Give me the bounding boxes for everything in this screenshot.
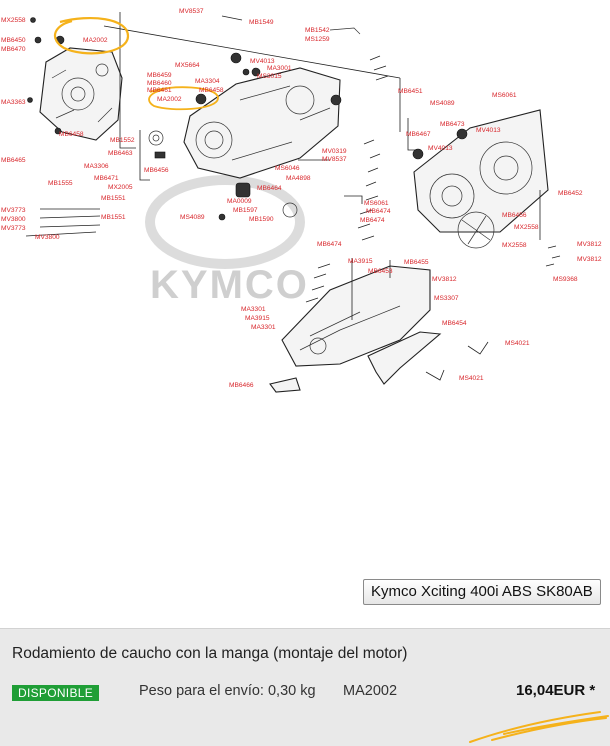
part-label[interactable]: MS4089 <box>180 214 205 221</box>
part-label[interactable]: MX5664 <box>175 62 200 69</box>
part-label[interactable]: MS1259 <box>305 36 330 43</box>
exploded-engine-diagram: KYMCO <box>1 8 602 393</box>
part-label[interactable]: MS6046 <box>275 165 300 172</box>
side-cover-drawing <box>269 265 442 393</box>
part-label[interactable]: MV3800 <box>1 216 26 223</box>
part-label[interactable]: MB6470 <box>1 46 26 53</box>
part-label[interactable]: MS3307 <box>434 295 459 302</box>
part-label[interactable]: MB6463 <box>108 150 133 157</box>
part-label[interactable]: MA3915 <box>348 258 373 265</box>
part-label[interactable]: MB1549 <box>249 19 274 26</box>
product-info-panel: Rodamiento de caucho con la manga (monta… <box>0 628 610 746</box>
part-label[interactable]: MB6458 <box>59 131 84 138</box>
ma2002-highlight-circles <box>54 16 219 111</box>
part-label[interactable]: MV4013 <box>476 127 501 134</box>
part-label[interactable]: MA3301 <box>241 306 266 313</box>
part-label[interactable]: MA2002 <box>157 96 182 103</box>
part-label[interactable]: MA3304 <box>195 78 220 85</box>
part-label[interactable]: MB6452 <box>558 190 583 197</box>
part-label[interactable]: MX2005 <box>108 184 133 191</box>
part-label[interactable]: MB1551 <box>101 195 126 202</box>
part-label[interactable]: MA3301 <box>251 324 276 331</box>
part-label[interactable]: MB6456 <box>502 212 527 219</box>
part-label[interactable]: MA2002 <box>83 37 108 44</box>
part-label[interactable]: MX2558 <box>502 242 527 249</box>
part-label[interactable]: MB1552 <box>110 137 135 144</box>
part-label[interactable]: MB6471 <box>94 175 119 182</box>
part-label[interactable]: MS4021 <box>459 375 484 382</box>
part-label[interactable]: MS4089 <box>430 100 455 107</box>
part-label[interactable]: MB6458 <box>199 87 224 94</box>
price-value: 16,04EUR <box>516 682 586 699</box>
part-label[interactable]: MA4898 <box>286 175 311 182</box>
part-label[interactable]: MB6474 <box>366 208 391 215</box>
part-number: MA2002 <box>343 683 398 699</box>
part-label[interactable]: MB1551 <box>101 214 126 221</box>
left-crankcase-drawing <box>27 17 123 141</box>
part-label[interactable]: MX2558 <box>514 224 539 231</box>
part-label[interactable]: MB1542 <box>305 27 330 34</box>
part-label[interactable]: MB6459 <box>147 72 172 79</box>
part-label[interactable]: MS4021 <box>505 340 530 347</box>
shipping-weight: Peso para el envío: 0,30 kg <box>139 683 316 699</box>
part-label[interactable]: MB6454 <box>442 320 467 327</box>
part-label[interactable]: MB6474 <box>360 217 385 224</box>
part-label[interactable]: MA3306 <box>84 163 109 170</box>
part-labels: MX2558 MB6450 MB6470 MA3363 MB6458 MB646… <box>1 8 602 389</box>
part-label[interactable]: MB6450 <box>1 37 26 44</box>
part-label[interactable]: MA3363 <box>1 99 26 106</box>
part-label[interactable]: MS6061 <box>364 200 389 207</box>
part-label[interactable]: MV4013 <box>250 58 275 65</box>
parts-diagram: KYMCO <box>1 8 602 605</box>
model-name-label: Kymco Xciting 400i ABS SK80AB <box>363 579 601 605</box>
part-label[interactable]: MB6464 <box>257 185 282 192</box>
part-label[interactable]: MS3015 <box>257 73 282 80</box>
part-label[interactable]: MB6455 <box>404 259 429 266</box>
part-label[interactable]: MV4013 <box>428 145 453 152</box>
part-label[interactable]: MB6474 <box>317 241 342 248</box>
part-label[interactable]: MV3812 <box>577 241 602 248</box>
price-footnote-mark: * <box>589 682 596 699</box>
part-label[interactable]: MV3812 <box>577 256 602 263</box>
part-label[interactable]: MV8537 <box>179 8 204 15</box>
bolt-dashes <box>305 55 561 381</box>
part-label[interactable]: MS6061 <box>492 92 517 99</box>
part-label[interactable]: MV3773 <box>1 207 26 214</box>
part-label[interactable]: MA0009 <box>227 198 252 205</box>
part-label[interactable]: MB6465 <box>1 157 26 164</box>
part-label[interactable]: MX2558 <box>1 17 26 24</box>
assembly-lines <box>103 12 541 320</box>
small-parts-drawing <box>25 15 361 237</box>
part-label[interactable]: MV3812 <box>432 276 457 283</box>
variator-cover-drawing <box>412 109 549 249</box>
part-label[interactable]: MS9368 <box>553 276 578 283</box>
part-label[interactable]: MA3915 <box>245 315 270 322</box>
price: 16,04EUR * <box>516 682 595 699</box>
availability-badge: DISPONIBLE <box>12 685 100 701</box>
part-label[interactable]: MB6461 <box>147 87 172 94</box>
part-label[interactable]: MB6451 <box>398 88 423 95</box>
kymco-watermark: KYMCO <box>145 175 309 307</box>
part-label[interactable]: MB1597 <box>233 207 258 214</box>
product-title: Rodamiento de caucho con la manga (monta… <box>12 645 408 662</box>
part-label[interactable]: MB1590 <box>249 216 274 223</box>
part-label[interactable]: MB6467 <box>406 131 431 138</box>
part-label[interactable]: MA3001 <box>267 65 292 72</box>
part-label[interactable]: MV3773 <box>1 225 26 232</box>
part-label[interactable]: MB6473 <box>440 121 465 128</box>
center-crankcase-drawing <box>183 52 342 221</box>
part-label[interactable]: MB6460 <box>147 80 172 87</box>
part-label[interactable]: MB6456 <box>144 167 169 174</box>
part-label[interactable]: MV3800 <box>35 234 60 241</box>
watermark-text: KYMCO <box>150 263 309 307</box>
part-label[interactable]: MB6466 <box>229 382 254 389</box>
part-label[interactable]: MV0319 <box>322 148 347 155</box>
part-label[interactable]: MB6453 <box>368 268 393 275</box>
part-label[interactable]: MV8537 <box>322 156 347 163</box>
part-label[interactable]: MB1555 <box>48 180 73 187</box>
